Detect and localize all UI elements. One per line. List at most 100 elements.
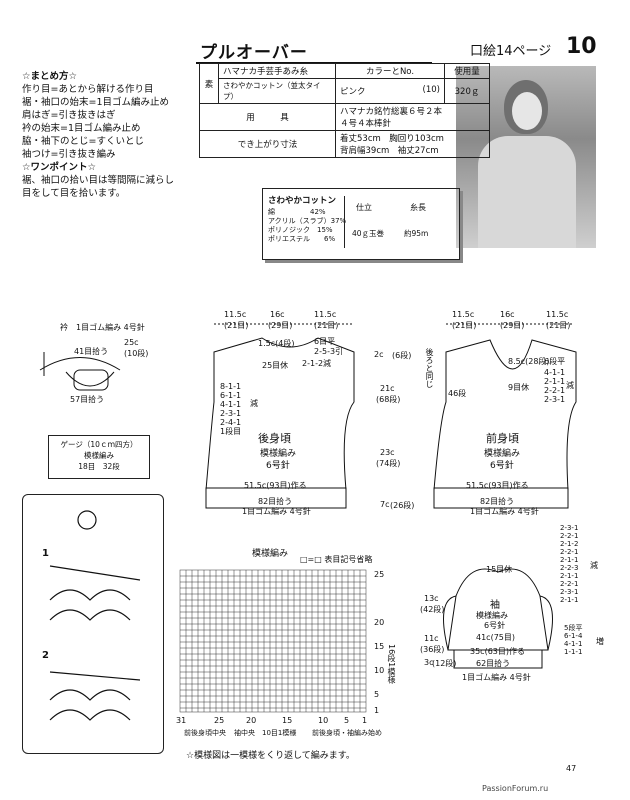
- onepoint-line: 目をして目を拾います。: [22, 188, 126, 199]
- back-neck-depth: 1.5c(4段): [258, 339, 295, 348]
- back-width-center: 16c: [270, 310, 285, 319]
- gauge-box: ゲージ（10ｃｍ四方） 模様編み 18目 32段: [48, 435, 150, 479]
- front-dec-label: 減: [566, 381, 574, 390]
- yarn-col1-header: 仕立: [356, 203, 372, 212]
- chart-col-label: 10: [318, 716, 329, 725]
- rib-height: 7c: [380, 500, 390, 509]
- inc-step: 5段平: [564, 624, 583, 632]
- chart-row-label: 25: [374, 570, 385, 579]
- model-photo: [456, 66, 596, 248]
- dec-step: 2-3-1: [220, 409, 242, 418]
- sleeve-arm-height: 11c: [424, 634, 439, 643]
- chart-bottom-label: 前後身頃・袖編み始め: [312, 729, 382, 737]
- dec-step: 2-2-1: [560, 548, 579, 556]
- front-neck-flat: 6段平: [544, 357, 566, 366]
- sleeve-width: 41c(75目): [476, 633, 515, 642]
- matome-line: 脇・袖下のとじ=すくいとじ: [22, 136, 144, 147]
- back-width-left: 11.5c: [224, 310, 247, 319]
- finishing-notes: ☆まとめ方☆ 作り目=あとから解ける作り目 裾・袖口の始末=1目ゴム編み止め 肩…: [22, 70, 174, 200]
- yarn-col2-header: 糸長: [410, 203, 426, 212]
- size-label: でき上がり寸法: [199, 130, 336, 158]
- front-width-center: 16c: [500, 310, 515, 319]
- chart-row-label: 5: [374, 690, 380, 699]
- chart-bottom-label: 前後身頃中央: [184, 729, 226, 737]
- front-count-center: (29目): [500, 321, 525, 330]
- dec-step: 2-2-1: [560, 580, 579, 588]
- chart-row-label: 10: [374, 666, 385, 675]
- chart-row-label: 1: [374, 706, 380, 715]
- front-neck-rest: 9目休: [508, 383, 530, 392]
- matome-title: ☆まとめ方☆: [22, 71, 78, 82]
- front-hem-width: 51.5c(93目)作る: [466, 481, 529, 490]
- chart-col-label: 31: [176, 716, 187, 725]
- yarn-col2-value: 約95m: [404, 229, 429, 238]
- back-needle: 6号針: [266, 461, 290, 471]
- tools-line: ハマナカ銘竹総裏６号２本: [340, 107, 443, 117]
- tools-line: ４号４本棒針: [340, 119, 392, 129]
- inc-step: 4-1-1: [564, 640, 583, 648]
- sleeve-stitch: 模様編み: [476, 611, 508, 620]
- yarn-composition: 綿 42% アクリル（スラブ）37% ポリノジック 15% ポリエステル 6%: [268, 208, 346, 244]
- back-count-left: (21目): [224, 321, 249, 330]
- back-body-diagram: [205, 323, 355, 509]
- chart-col-label: 5: [344, 716, 350, 725]
- composition-line: ポリノジック 15%: [268, 226, 333, 234]
- pattern-title: プルオーバー: [200, 43, 308, 63]
- gauge-value: 18目 32段: [78, 462, 120, 471]
- dec-step: 2-2-1: [544, 386, 566, 395]
- pattern-number: 10: [566, 34, 597, 59]
- back-neck-dec: 2-1-2減: [302, 359, 332, 368]
- color-number: (10): [422, 85, 440, 95]
- color-name: ピンク: [340, 87, 366, 97]
- step-2-label: 2: [42, 650, 49, 661]
- matome-line: 衿の始末=1目ゴム編み止め: [22, 123, 141, 134]
- front-width-right: 11.5c: [546, 310, 569, 319]
- collar-depth: 25c: [124, 338, 139, 347]
- sleeve-cuff-height: 3c: [424, 658, 434, 667]
- tools-value: ハマナカ銘竹総裏６号２本 ４号４本棒針: [335, 103, 490, 131]
- watermark: PassionForum.ru: [482, 784, 549, 793]
- technique-illustration-box: [22, 494, 164, 754]
- dec-step: 4-1-1: [220, 400, 242, 409]
- rib-rows: (26段): [390, 501, 415, 510]
- dec-step: 4-1-1: [544, 368, 566, 377]
- front-body-diagram: [433, 323, 577, 509]
- dec-step: 2-1-2: [560, 540, 579, 548]
- armhole-height: 21c: [380, 384, 395, 393]
- dec-step: 2-4-1: [220, 418, 242, 427]
- matome-line: 裾・袖口の始末=1目ゴム編み止め: [22, 97, 170, 108]
- chart-col-label: 25: [214, 716, 225, 725]
- chart-col-label: 1: [362, 716, 368, 725]
- sleeve-arm-rows: (36段): [420, 645, 445, 654]
- back-count-right: (21目): [314, 321, 339, 330]
- front-needle: 6号針: [490, 461, 514, 471]
- back-dec-label: 減: [250, 399, 258, 408]
- gauge-title: ゲージ（10ｃｍ四方）: [60, 440, 138, 449]
- chart-title: 模様編み: [252, 549, 289, 559]
- sleeve-cap-height: 13c: [424, 594, 439, 603]
- onepoint-title: ☆ワンポイント☆: [22, 162, 97, 173]
- dec-step: 2-1-1: [560, 596, 579, 604]
- collar-depth-rows: (10段): [124, 349, 149, 358]
- chart-row-label: 20: [374, 618, 385, 627]
- side-top: 2c: [374, 350, 384, 359]
- sleeve-needle: 6号針: [484, 621, 506, 630]
- inc-step: 1-1-1: [564, 648, 583, 656]
- sleeve-cuff-rows: (12段): [432, 659, 457, 668]
- body-rows: (74段): [376, 459, 401, 468]
- sleeve-inc-label: 増: [596, 637, 604, 646]
- back-neck-note2: 2-5-3引: [314, 347, 344, 356]
- dec-step: 2-1-1: [560, 572, 579, 580]
- matome-line: 肩はぎ=引き抜きはぎ: [22, 110, 116, 121]
- back-count-center: (29目): [268, 321, 293, 330]
- dec-step: 2-1-1: [560, 556, 579, 564]
- side-top-rows: (6段): [392, 351, 412, 360]
- sleeve-top-rest: 15目休: [486, 565, 513, 574]
- gauge-stitch: 模様編み: [84, 451, 114, 460]
- composition-line: アクリル（スラブ）37%: [268, 217, 347, 225]
- back-rib: 1目ゴム編み 4号針: [242, 507, 311, 516]
- collar-title: 衿 1目ゴム編み 4号針: [60, 323, 145, 332]
- yarn-name: さわやかコットン（並太タイプ）: [218, 78, 336, 104]
- armhole-rows: (68段): [376, 395, 401, 404]
